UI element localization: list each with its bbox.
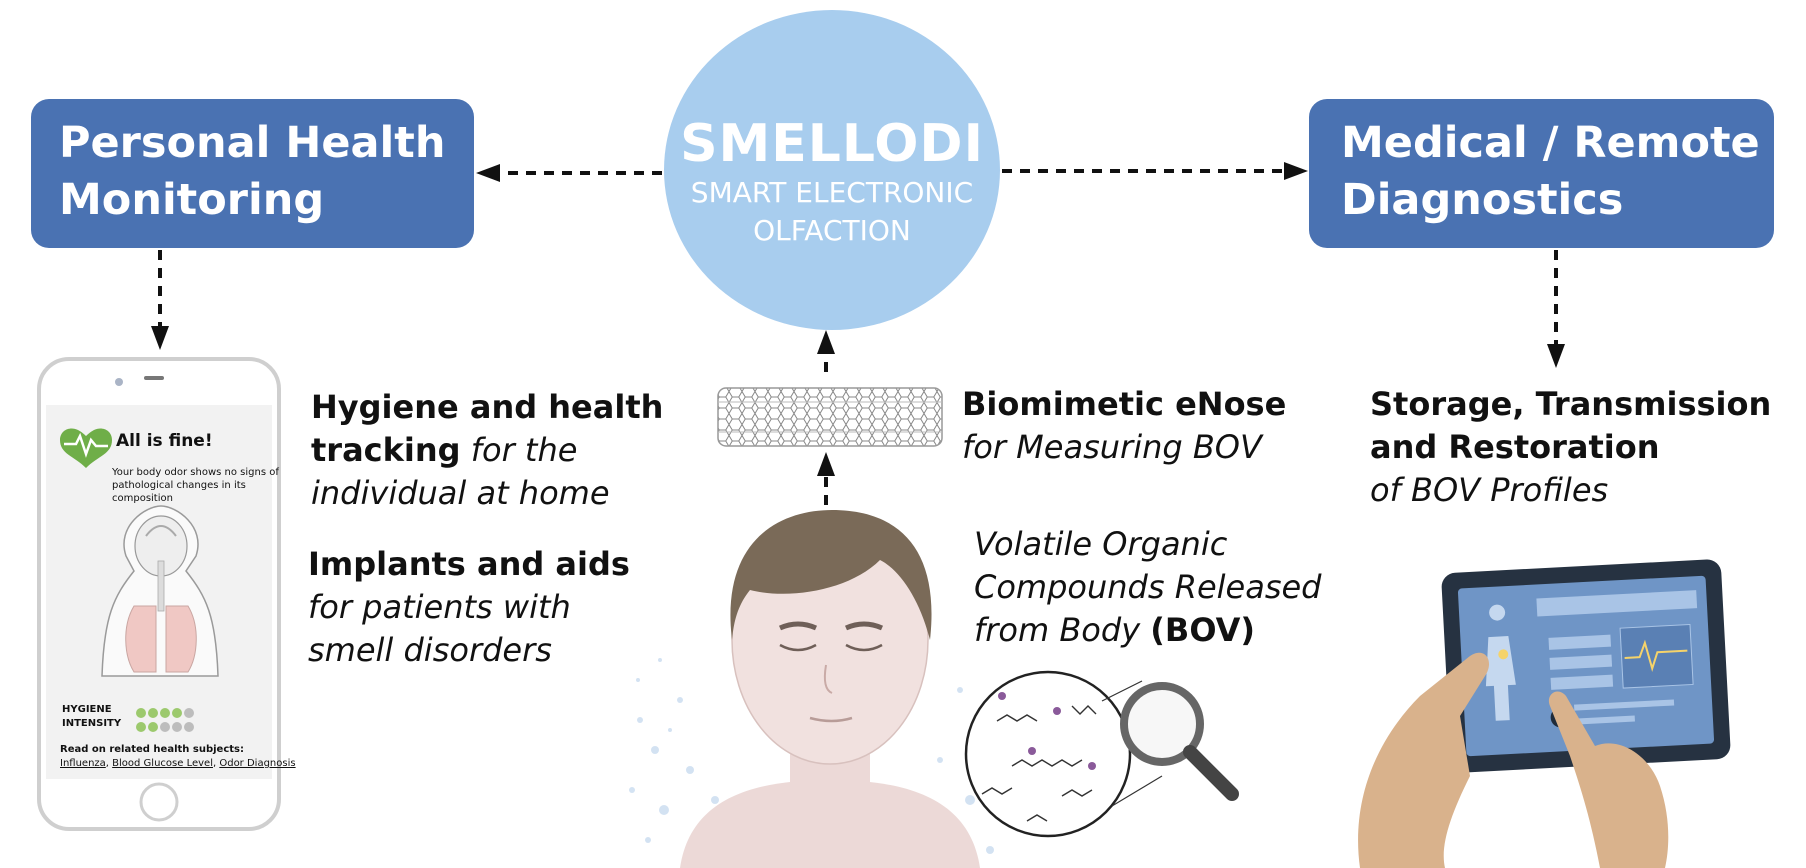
hygiene-intensity-dots <box>136 708 194 732</box>
voc-text: Volatile Organic Compounds Released from… <box>974 523 1321 652</box>
link-influenza[interactable]: Influenza <box>60 758 106 769</box>
sep2: , <box>212 758 220 769</box>
hub-title: SMELLODI <box>680 114 984 174</box>
link-odor-diagnosis[interactable]: Odor Diagnosis <box>219 758 296 769</box>
right-box-line2: Diagnostics <box>1341 175 1624 225</box>
arrow-head-right <box>1284 162 1308 180</box>
right-hand <box>1548 691 1669 868</box>
anatomy-illustration <box>101 505 219 677</box>
phone-desc-line3: composition <box>112 493 173 504</box>
molecule-zoom-circle <box>964 670 1132 838</box>
hygiene-bold1: Hygiene and health <box>311 388 664 426</box>
enose-ital2: for Measuring BOV <box>962 428 1262 466</box>
nanotube-illustration <box>717 387 943 447</box>
phone-read-on: Read on related health subjects: Influen… <box>60 743 296 771</box>
medical-remote-diagnostics-box: Medical / Remote Diagnostics <box>1309 99 1774 248</box>
magnifier-lens-icon <box>1120 682 1204 766</box>
person-illustration <box>629 510 1018 868</box>
enose-text: Biomimetic eNose for Measuring BOV <box>962 383 1286 469</box>
hygiene-bold2: tracking <box>311 431 461 469</box>
hygiene-label-line1: HYGIENE <box>62 704 112 715</box>
voc-bold3: (BOV) <box>1150 611 1256 649</box>
hygiene-label-line2: INTENSITY <box>62 718 122 729</box>
voc-ital3: from Body <box>974 611 1151 649</box>
hub-sub2: OLFACTION <box>753 214 911 247</box>
hygiene-tracking-text: Hygiene and health tracking for the indi… <box>311 386 663 515</box>
phone-desc-line1: Your body odor shows no signs of <box>112 467 279 478</box>
smartphone-illustration <box>37 357 281 831</box>
right-box-line1: Medical / Remote <box>1341 118 1760 168</box>
arrow-head-left <box>476 164 500 182</box>
home-button-icon <box>139 782 179 822</box>
camera-icon <box>115 378 123 386</box>
hub-sub1: SMART ELECTRONIC <box>690 176 974 209</box>
left-box-line1: Personal Health <box>59 118 446 168</box>
left-box-line2: Monitoring <box>59 175 325 225</box>
storage-bold1: Storage, Transmission <box>1370 385 1772 423</box>
implants-aids-text: Implants and aids for patients with smel… <box>308 543 630 672</box>
hygiene-ital3: individual at home <box>311 474 610 512</box>
magnifier-molecules-illustration <box>964 670 1239 838</box>
phone-status-title: All is fine! <box>116 431 213 451</box>
sep1: , <box>105 758 113 769</box>
enose-bold1: Biomimetic eNose <box>962 385 1287 423</box>
heart-icon <box>60 428 112 468</box>
link-blood-glucose[interactable]: Blood Glucose Level <box>112 758 213 769</box>
smellodi-hub-circle: SMELLODI SMART ELECTRONIC OLFACTION <box>664 10 1000 330</box>
voc-ital1: Volatile Organic <box>974 525 1228 563</box>
hygiene-ital2: for the <box>460 431 578 469</box>
storage-ital3: of BOV Profiles <box>1370 471 1609 509</box>
tablet-illustration <box>1358 559 1731 868</box>
arrow-head-right-down <box>1547 344 1565 368</box>
phone-hygiene-label: HYGIENE INTENSITY <box>62 703 121 731</box>
left-hand <box>1358 652 1490 868</box>
implants-ital2: for patients with <box>308 588 571 626</box>
shoulders <box>680 780 980 868</box>
arrow-head-enose-up <box>817 330 835 354</box>
hair <box>730 510 932 640</box>
implants-bold1: Implants and aids <box>308 545 630 583</box>
storage-text: Storage, Transmission and Restoration of… <box>1370 383 1771 512</box>
implants-ital3: smell disorders <box>308 631 552 669</box>
arrow-head-body-up <box>817 452 835 476</box>
magnifier-handle <box>1183 745 1239 801</box>
arrow-head-left-down <box>151 326 169 350</box>
personal-health-monitoring-box: Personal Health Monitoring <box>31 99 474 248</box>
read-on-label: Read on related health subjects: <box>60 744 244 755</box>
phone-desc-line2: pathological changes in its <box>112 480 246 491</box>
voc-ital2: Compounds Released <box>974 568 1322 606</box>
speaker-icon <box>144 376 164 380</box>
phone-status-desc: Your body odor shows no signs of patholo… <box>112 466 279 505</box>
storage-bold2: and Restoration <box>1370 428 1660 466</box>
